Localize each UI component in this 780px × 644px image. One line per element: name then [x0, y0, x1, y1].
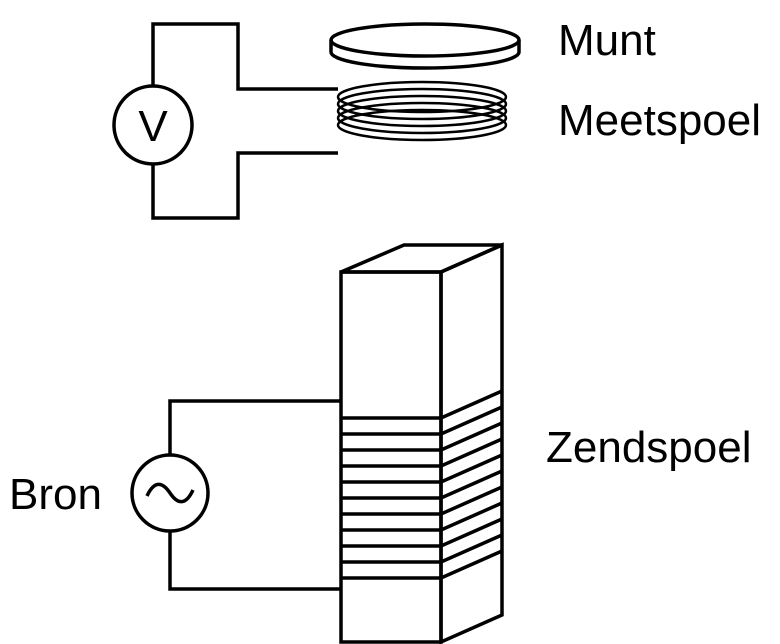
voltmeter-symbol: [112, 84, 194, 166]
core-top-face: [340, 243, 503, 274]
voltmeter-letter: V: [138, 102, 168, 151]
source-circuit: [130, 399, 341, 591]
voltmeter-circuit: V: [112, 22, 338, 220]
label-measuring-coil: Meetspoel: [558, 96, 762, 145]
ac-wave-icon: [145, 482, 195, 504]
core-front-face: [339, 270, 443, 644]
coin: [329, 22, 521, 70]
label-transmitting-coil: Zendspoel: [546, 423, 752, 472]
core-side-face: [439, 242, 504, 644]
label-source: Bron: [9, 470, 102, 519]
transmitting-coil: [339, 242, 504, 644]
ac-source-symbol: [130, 453, 210, 533]
measuring-coil: [336, 80, 508, 142]
winding-turns: [341, 389, 503, 580]
label-coin: Munt: [558, 16, 656, 65]
